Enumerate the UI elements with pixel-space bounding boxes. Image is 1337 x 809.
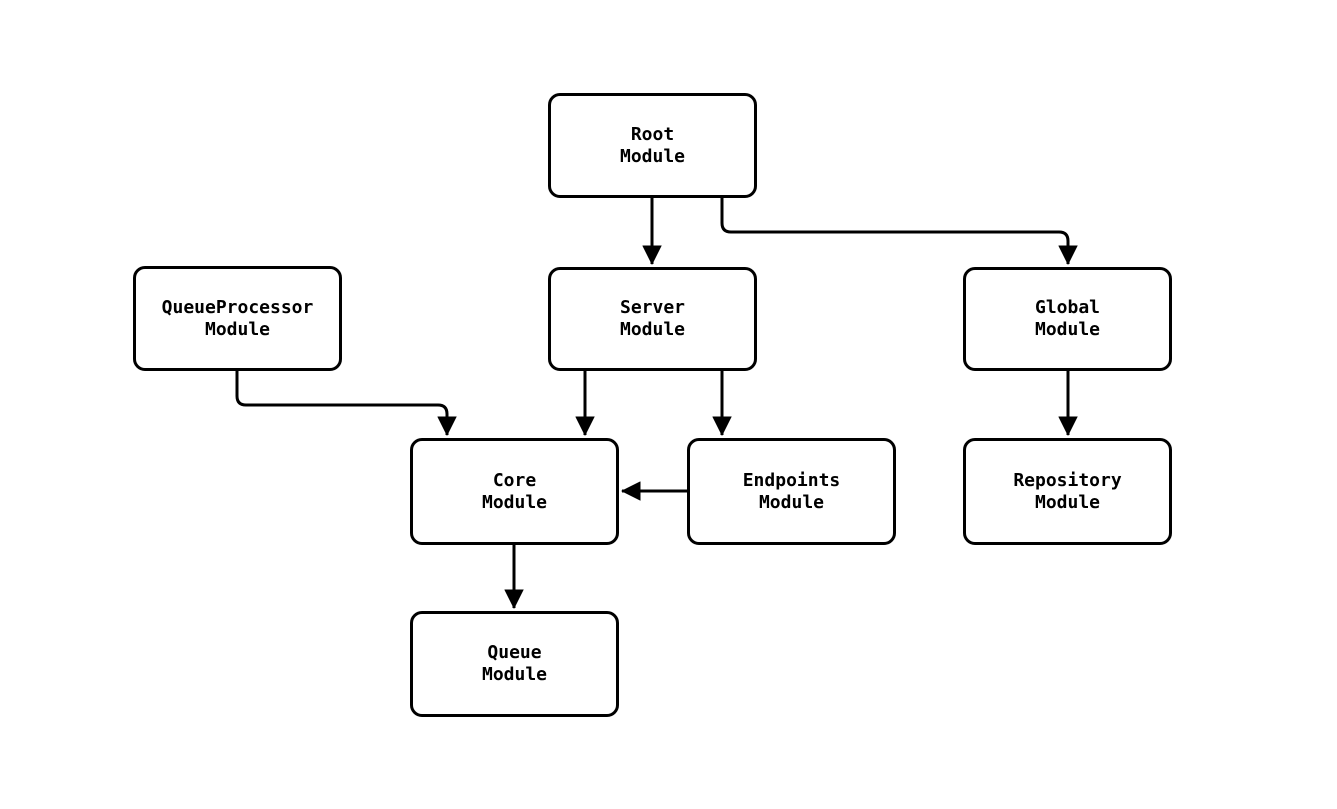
node-label-global-module: Global Module (1034, 297, 1101, 340)
node-label-endpoints-module: Endpoints Module (742, 469, 841, 513)
node-label-queueprocessor-module: QueueProcessor Module (161, 296, 314, 340)
node-global-module: Global Module (963, 267, 1172, 371)
node-endpoints-module: Endpoints Module (687, 438, 896, 545)
node-core-module: Core Module (410, 438, 619, 545)
node-label-repository-module: Repository Module (1013, 469, 1122, 513)
node-label-server-module: Server Module (619, 297, 686, 340)
node-queue-module: Queue Module (410, 611, 619, 717)
edge-queueprocessor-module-to-core-module (235, 371, 457, 436)
node-root-module: Root Module (548, 93, 757, 198)
node-label-core-module: Core Module (481, 469, 548, 513)
node-server-module: Server Module (548, 267, 757, 371)
node-queueprocessor-module: QueueProcessor Module (133, 266, 342, 371)
edge-root-module-to-global-module (720, 198, 1078, 265)
node-label-root-module: Root Module (619, 123, 686, 167)
node-repository-module: Repository Module (963, 438, 1172, 545)
node-label-queue-module: Queue Module (481, 642, 548, 685)
